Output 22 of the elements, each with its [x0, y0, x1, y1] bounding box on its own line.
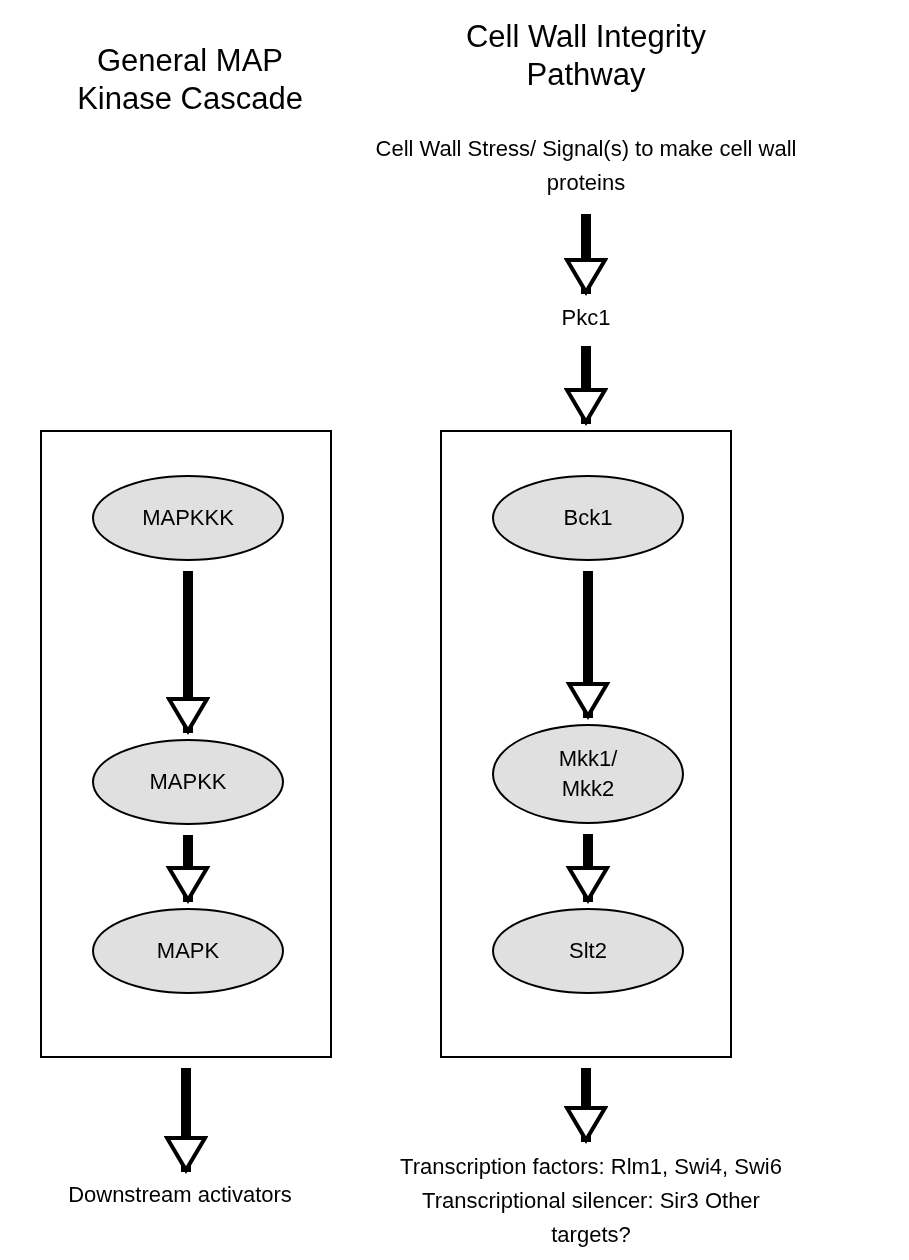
column-heading: General MAP Kinase Cascade — [76, 42, 304, 118]
kinase-oval: MAPK — [92, 908, 284, 994]
kinase-oval: Mkk1/ Mkk2 — [492, 724, 684, 824]
pathway-box — [440, 430, 732, 1058]
kinase-oval: MAPKK — [92, 739, 284, 825]
arrow — [565, 346, 607, 424]
text-label: Downstream activators — [30, 1178, 330, 1212]
kinase-oval: Slt2 — [492, 908, 684, 994]
arrow — [565, 1068, 607, 1142]
text-label: Cell Wall Stress/ Signal(s) to make cell wall proteins — [336, 128, 836, 204]
text-label: Pkc1 — [536, 300, 636, 336]
pathway-box — [40, 430, 332, 1058]
kinase-oval: Bck1 — [492, 475, 684, 561]
text-label: Transcription factors: Rlm1, Swi4, Swi6 Transcriptional silencer: Sir3 Other targets? — [396, 1148, 786, 1254]
arrow — [165, 1068, 207, 1172]
kinase-oval: MAPKKK — [92, 475, 284, 561]
arrow — [167, 835, 209, 902]
arrow — [567, 834, 609, 902]
column-heading: Cell Wall Integrity Pathway — [465, 18, 707, 94]
arrow — [565, 214, 607, 294]
arrow — [167, 571, 209, 733]
arrow — [567, 571, 609, 718]
